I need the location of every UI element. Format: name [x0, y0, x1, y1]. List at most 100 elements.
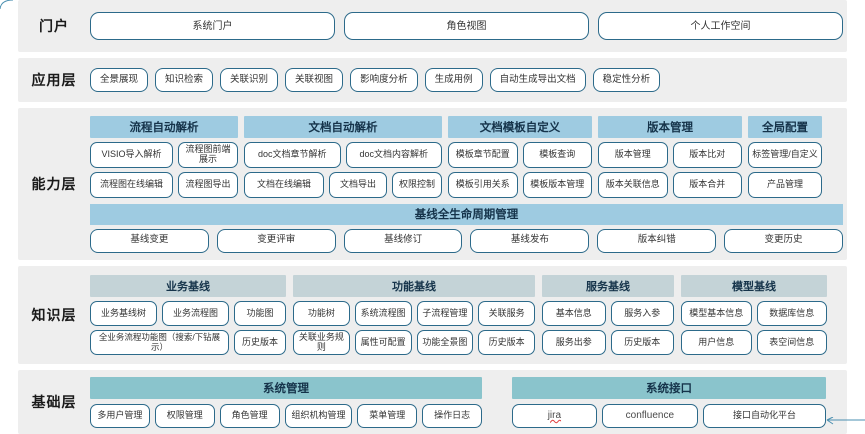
know-btn-user-info[interactable]: 用户信息	[681, 330, 752, 355]
base-btn-operation-log[interactable]: 操作日志	[422, 403, 483, 428]
layer-application: 应用层 全景展现 知识检索 关联识别 关联视图 影响度分析 生成用例 自动生成导…	[18, 58, 847, 102]
application-items-row: 全景展现 知识检索 关联识别 关联视图 影响度分析 生成用例 自动生成导出文档 …	[90, 67, 843, 93]
base-columns: 系统管理 多用户管理 权限管理 角色管理 组织机构管理 菜单管理 操作日志 系统…	[90, 376, 843, 428]
know-btn-database-info[interactable]: 数据库信息	[756, 301, 827, 326]
life-btn-baseline-revise[interactable]: 基线修订	[343, 228, 463, 253]
knowledge-column-title: 服务基线	[542, 275, 674, 297]
cap-btn-version-relation-info[interactable]: 版本关联信息	[598, 171, 668, 198]
know-btn-service-output-param[interactable]: 服务出参	[542, 330, 606, 355]
cap-btn-template-query[interactable]: 模板查询	[522, 141, 592, 168]
cap-btn-version-merge[interactable]: 版本合并	[672, 171, 742, 198]
know-btn-subprocess-manage[interactable]: 子流程管理	[416, 301, 474, 326]
capability-row: 产品管理	[748, 171, 822, 198]
layer-label-application: 应用层	[31, 72, 77, 88]
base-btn-menu-manage[interactable]: 菜单管理	[357, 403, 418, 428]
app-item-knowledge-search[interactable]: 知识检索	[155, 68, 214, 92]
capability-row: 文档在线编辑 文档导出 权限控制	[244, 171, 442, 198]
base-btn-interface-automation-platform[interactable]: 接口自动化平台	[702, 403, 826, 428]
know-btn-model-basic-info[interactable]: 模型基本信息	[681, 301, 752, 326]
know-btn-basic-info[interactable]: 基本信息	[542, 301, 606, 326]
life-btn-version-correction[interactable]: 版本纠错	[597, 228, 717, 253]
cap-btn-flowchart-export[interactable]: 流程图导出	[178, 171, 238, 198]
life-btn-baseline-release[interactable]: 基线发布	[470, 228, 590, 253]
know-btn-history-version[interactable]: 历史版本	[478, 330, 535, 355]
know-btn-attribute-configurable[interactable]: 属性可配置	[354, 330, 412, 355]
capability-row: doc文档章节解析 doc文档内容解析	[244, 141, 442, 168]
know-btn-system-flowchart[interactable]: 系统流程图	[354, 301, 412, 326]
base-btn-multi-user-manage[interactable]: 多用户管理	[90, 403, 150, 428]
layer-label-portal: 门户	[39, 18, 69, 34]
base-btn-role-manage[interactable]: 角色管理	[219, 403, 280, 428]
know-btn-business-flowchart[interactable]: 业务流程图	[162, 301, 229, 326]
know-btn-related-service[interactable]: 关联服务	[478, 301, 535, 326]
app-item-auto-export-doc[interactable]: 自动生成导出文档	[489, 68, 586, 92]
cap-btn-template-reference-relation[interactable]: 模板引用关系	[448, 171, 518, 198]
cap-btn-version-manage[interactable]: 版本管理	[598, 141, 668, 168]
capability-row: 流程图在线编辑 流程图导出	[90, 171, 238, 198]
knowledge-column-title: 业务基线	[90, 275, 286, 297]
knowledge-column-function-baseline: 功能基线 功能树 系统流程图 子流程管理 关联服务 关联业务规则 属性可配置 功…	[293, 275, 535, 355]
knowledge-row: 模型基本信息 数据库信息	[681, 301, 827, 326]
capability-column-doc-parse: 文档自动解析 doc文档章节解析 doc文档内容解析 文档在线编辑 文档导出 权…	[244, 115, 442, 198]
layer-label-knowledge: 知识层	[31, 307, 77, 323]
know-btn-function-panorama[interactable]: 功能全景图	[416, 330, 474, 355]
life-btn-baseline-change[interactable]: 基线变更	[90, 228, 209, 253]
know-btn-history-version[interactable]: 历史版本	[610, 330, 674, 355]
capability-column-title: 文档自动解析	[244, 115, 442, 138]
base-btn-permission-manage[interactable]: 权限管理	[154, 403, 215, 428]
know-btn-tablespace-info[interactable]: 表空间信息	[756, 330, 827, 355]
layer-body-capability: 流程自动解析 VISIO导入解析 流程图前端展示 流程图在线编辑 流程图导出 文…	[90, 111, 847, 258]
know-btn-service-input-param[interactable]: 服务入参	[610, 301, 674, 326]
app-item-panorama[interactable]: 全景展现	[90, 68, 149, 92]
cap-btn-doc-content-parse[interactable]: doc文档内容解析	[345, 141, 442, 168]
cap-btn-doc-export[interactable]: 文档导出	[329, 171, 387, 198]
base-btn-confluence[interactable]: confluence	[601, 403, 698, 428]
knowledge-row: 关联业务规则 属性可配置 功能全景图 历史版本	[293, 330, 535, 355]
app-item-relation-recognition[interactable]: 关联识别	[220, 68, 279, 92]
know-btn-related-business-rule[interactable]: 关联业务规则	[293, 330, 350, 355]
life-btn-change-review[interactable]: 变更评审	[216, 228, 336, 253]
app-item-relation-view[interactable]: 关联视图	[285, 68, 344, 92]
cap-btn-permission-control[interactable]: 权限控制	[392, 171, 442, 198]
know-btn-history-version[interactable]: 历史版本	[234, 330, 286, 355]
app-item-stability-analysis[interactable]: 稳定性分析	[592, 68, 661, 92]
knowledge-row: 功能树 系统流程图 子流程管理 关联服务	[293, 301, 535, 326]
cap-btn-product-manage[interactable]: 产品管理	[748, 171, 822, 198]
cap-btn-flowchart-frontend-display[interactable]: 流程图前端展示	[178, 141, 238, 168]
capability-row: 版本管理 版本比对	[598, 141, 742, 168]
know-btn-function-diagram[interactable]: 功能图	[234, 301, 286, 326]
capability-columns: 流程自动解析 VISIO导入解析 流程图前端展示 流程图在线编辑 流程图导出 文…	[90, 115, 843, 198]
life-btn-change-history[interactable]: 变更历史	[724, 228, 843, 253]
baseline-lifecycle-row: 基线变更 变更评审 基线修订 基线发布 版本纠错 变更历史	[90, 228, 843, 253]
cap-btn-version-compare[interactable]: 版本比对	[672, 141, 742, 168]
know-btn-business-baseline-tree[interactable]: 业务基线树	[90, 301, 157, 326]
base-btn-org-structure-manage[interactable]: 组织机构管理	[284, 403, 353, 428]
capability-row: 标签管理/自定义	[748, 141, 822, 168]
know-btn-function-tree[interactable]: 功能树	[293, 301, 350, 326]
app-item-impact-analysis[interactable]: 影响度分析	[350, 68, 418, 92]
cap-btn-visio-import-parse[interactable]: VISIO导入解析	[90, 141, 173, 168]
knowledge-row: 基本信息 服务入参	[542, 301, 674, 326]
base-btn-jira[interactable]: jira	[512, 403, 597, 428]
layer-portal: 门户 系统门户 角色视图 个人工作空间	[18, 0, 847, 52]
cap-btn-doc-chapter-parse[interactable]: doc文档章节解析	[244, 141, 341, 168]
cap-btn-template-chapter-config[interactable]: 模板章节配置	[448, 141, 518, 168]
capability-column-title: 文档模板自定义	[448, 115, 592, 138]
knowledge-columns: 业务基线 业务基线树 业务流程图 功能图 全业务流程功能图（搜索/下钻展示） 历…	[90, 275, 843, 355]
capability-row: VISIO导入解析 流程图前端展示	[90, 141, 238, 168]
cap-btn-doc-online-edit[interactable]: 文档在线编辑	[244, 171, 324, 198]
know-btn-full-business-process-function-map[interactable]: 全业务流程功能图（搜索/下钻展示）	[90, 330, 229, 355]
cap-btn-tag-manage-custom[interactable]: 标签管理/自定义	[748, 141, 822, 168]
knowledge-column-service-baseline: 服务基线 基本信息 服务入参 服务出参 历史版本	[542, 275, 674, 355]
capability-column-global-config: 全局配置 标签管理/自定义 产品管理	[748, 115, 822, 198]
cap-btn-flowchart-online-edit[interactable]: 流程图在线编辑	[90, 171, 173, 198]
app-item-generate-case[interactable]: 生成用例	[424, 68, 483, 92]
confluence-label: confluence	[625, 410, 675, 421]
portal-item-role-view[interactable]: 角色视图	[344, 12, 589, 40]
cap-btn-template-version-manage[interactable]: 模板版本管理	[522, 171, 592, 198]
layer-body-knowledge: 业务基线 业务基线树 业务流程图 功能图 全业务流程功能图（搜索/下钻展示） 历…	[90, 270, 847, 360]
portal-item-system[interactable]: 系统门户	[90, 12, 335, 40]
knowledge-column-title: 模型基线	[681, 275, 827, 297]
portal-item-personal-workspace[interactable]: 个人工作空间	[598, 12, 843, 40]
jira-label: jira	[547, 410, 562, 421]
